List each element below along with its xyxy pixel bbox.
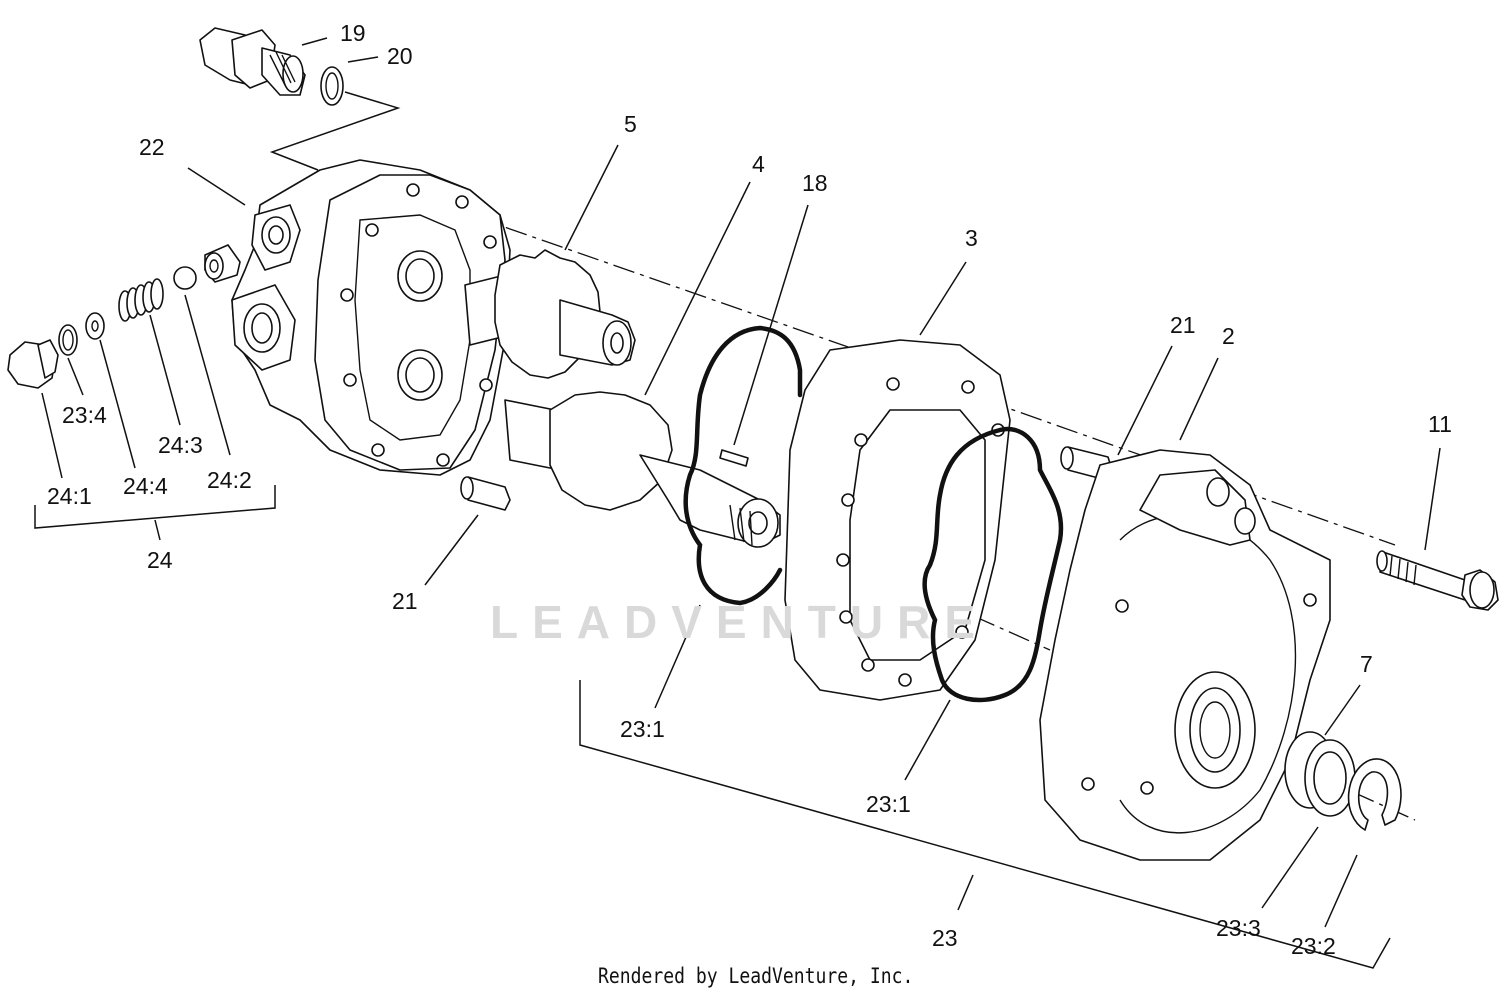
callout-19: 19 — [340, 20, 366, 46]
leader-lines — [34, 37, 1441, 969]
callout-24-1: 24:1 — [47, 483, 92, 509]
callout-24-4: 24:4 — [123, 473, 168, 499]
callout-23: 23 — [932, 925, 958, 951]
callout-24-2: 24:2 — [207, 467, 252, 493]
callout-18: 18 — [802, 170, 828, 196]
callout-22: 22 — [139, 134, 165, 160]
callout-labels: 19 20 22 5 4 18 3 21 2 11 23:4 24:3 24:1… — [47, 20, 1452, 959]
callout-23-1-left: 23:1 — [620, 716, 665, 742]
fitting-part-19 — [199, 27, 306, 96]
gear-shaft-part-5 — [464, 249, 636, 379]
seal-part-23-1-left — [683, 325, 803, 606]
snap-ring-part-23-2 — [1347, 758, 1402, 831]
credit-line: Rendered by LeadVenture, Inc. — [598, 964, 914, 988]
bolt-part-11 — [1376, 550, 1499, 611]
o-ring-part-20 — [320, 66, 344, 106]
gear-shaft-part-4 — [504, 391, 781, 548]
callout-4: 4 — [752, 151, 765, 177]
callout-5: 5 — [624, 111, 637, 137]
callout-23-3: 23:3 — [1216, 915, 1261, 941]
callout-11: 11 — [1428, 411, 1452, 437]
shaft-seal-part-7 — [1284, 731, 1356, 817]
callout-21: 21 — [1170, 312, 1196, 338]
callout-23-2: 23:2 — [1291, 933, 1336, 959]
callout-24-3: 24:3 — [158, 432, 203, 458]
callout-24: 24 — [147, 547, 173, 573]
seal-part-23-1-right — [922, 426, 1064, 703]
front-housing-part-22 — [231, 159, 511, 476]
callout-20: 20 — [387, 43, 413, 69]
gear-housing-part-3 — [784, 339, 1011, 701]
rear-cover-part-2 — [1039, 449, 1331, 861]
callout-23-4: 23:4 — [62, 402, 107, 428]
callout-23-1-right: 23:1 — [866, 791, 911, 817]
callout-3: 3 — [965, 225, 978, 251]
relief-valve-parts-24 — [7, 244, 241, 389]
watermark: LEADVENTURE — [490, 596, 990, 648]
callout-21-lower: 21 — [392, 588, 418, 614]
leader-20-to-22 — [269, 91, 401, 171]
callout-7: 7 — [1360, 651, 1373, 677]
callout-2: 2 — [1222, 323, 1235, 349]
